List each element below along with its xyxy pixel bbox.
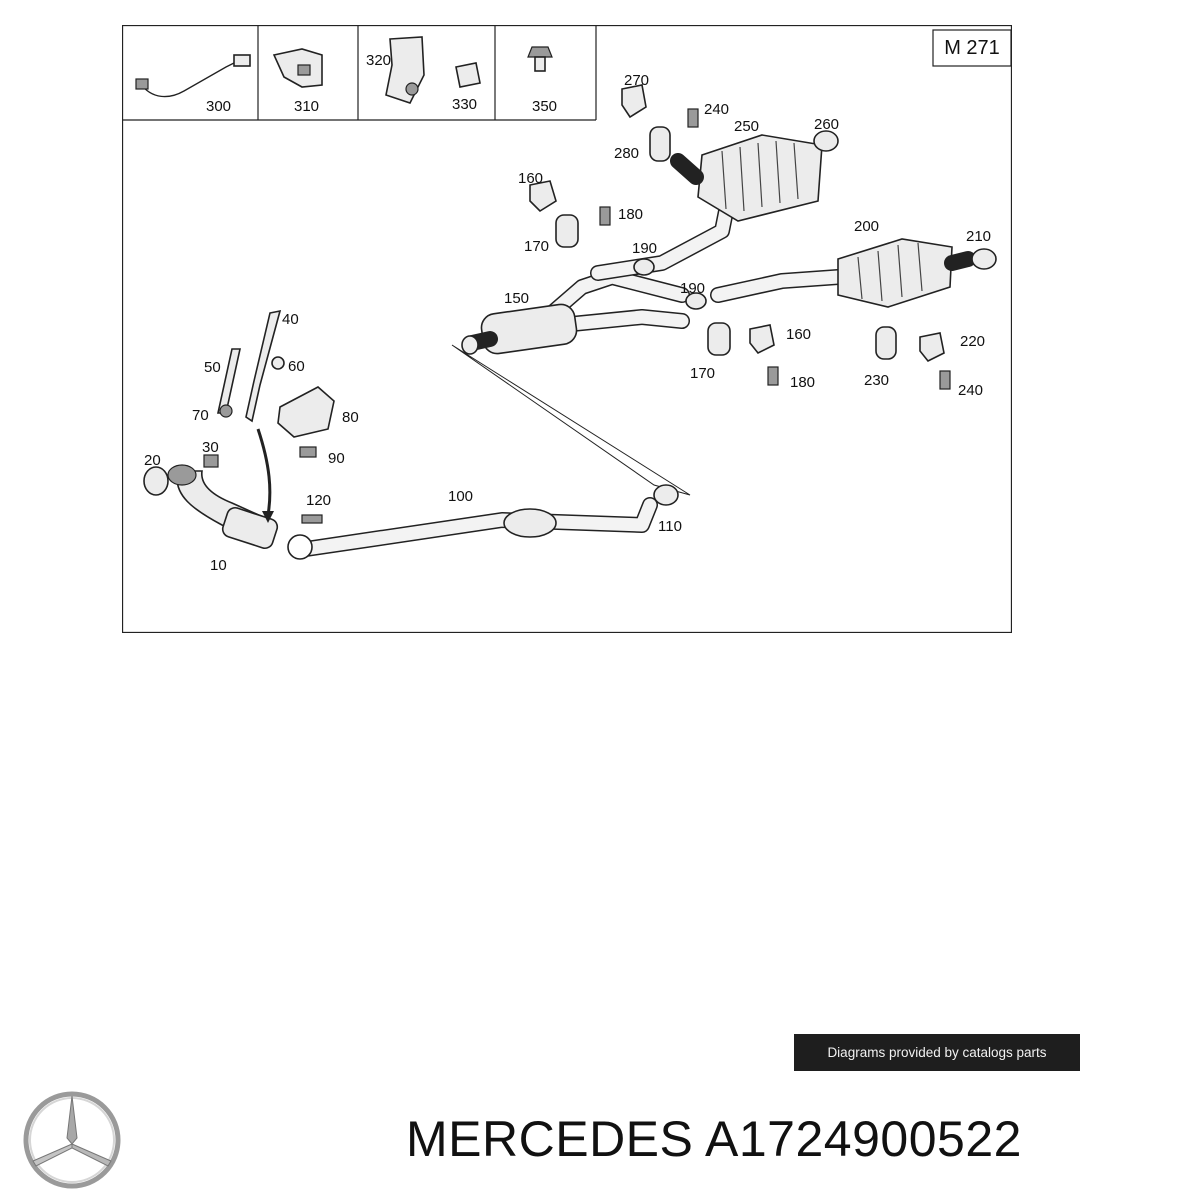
callout: 20 <box>144 452 161 469</box>
bracket-220 <box>919 332 945 363</box>
callout: 230 <box>864 372 889 389</box>
rubber-mount-230 <box>875 326 897 360</box>
mercedes-star-icon <box>20 1088 124 1192</box>
callout: 200 <box>854 218 879 235</box>
rubber-mount-280 <box>649 126 671 162</box>
assembly-arrow <box>256 428 272 516</box>
center-muffler-150 <box>461 269 690 355</box>
callout: 160 <box>518 170 543 187</box>
callout: 350 <box>532 98 557 115</box>
diagram-frame <box>122 25 1012 633</box>
page-title: MERCEDES A1724900522 <box>406 1111 1022 1167</box>
catalytic-converter-10 <box>167 464 279 550</box>
callout: 210 <box>966 228 991 245</box>
callout: 310 <box>294 98 319 115</box>
tailpipe-260 <box>813 130 839 152</box>
bolt-120 <box>301 514 323 524</box>
bolt-180a <box>599 206 611 226</box>
callout: 330 <box>452 96 477 113</box>
bolt-90 <box>299 446 317 458</box>
callout: 30 <box>202 439 219 456</box>
model-box <box>932 29 1012 67</box>
parts-diagram: M 271 <box>122 25 1012 633</box>
callout: 240 <box>958 382 983 399</box>
gasket-20 <box>143 466 169 496</box>
tailpipe-210 <box>971 248 997 270</box>
callout: 10 <box>210 557 227 574</box>
callout: 320 <box>366 52 391 69</box>
callout: 190 <box>632 240 657 257</box>
callout: 90 <box>328 450 345 467</box>
model-code: M 271 <box>944 37 1000 59</box>
callout: 110 <box>658 518 682 535</box>
callout: 190 <box>680 280 705 297</box>
bracket-320 <box>385 36 425 104</box>
callout: 60 <box>288 358 305 375</box>
callout: 240 <box>704 101 729 118</box>
callout: 270 <box>624 72 649 89</box>
clip-330 <box>455 62 481 88</box>
callout: 100 <box>448 488 473 505</box>
nut-60 <box>271 356 285 370</box>
callout: 260 <box>814 116 839 133</box>
rear-muffler-200 <box>837 238 976 308</box>
bracket-80 <box>277 386 335 438</box>
bolt-180b <box>767 366 779 386</box>
bolt-240b <box>939 370 951 390</box>
bracket-270 <box>621 84 647 119</box>
callout: 170 <box>524 238 549 255</box>
callout-labels: 10 20 30 40 50 60 70 80 90 100 110 120 1… <box>144 52 991 574</box>
callout: 220 <box>960 333 985 350</box>
callout: 50 <box>204 359 221 376</box>
callout: 40 <box>282 311 299 328</box>
diagram-credit-badge: Diagrams provided by catalogs parts <box>794 1034 1080 1071</box>
screw-350 <box>527 46 553 58</box>
callout: 280 <box>614 145 639 162</box>
callout: 80 <box>342 409 359 426</box>
callout: 170 <box>690 365 715 382</box>
rod-50 <box>217 348 241 414</box>
bolt-240a <box>687 108 699 128</box>
bracket-160b <box>749 324 775 355</box>
exhaust-system-drawing: M 271 <box>122 25 1012 633</box>
clamp-190a <box>633 258 655 276</box>
bracket-160a <box>529 180 557 213</box>
bracket-40 <box>245 309 282 423</box>
nut-30 <box>203 454 219 468</box>
callout: 300 <box>206 98 231 115</box>
callout: 120 <box>306 492 331 509</box>
rear-muffler-250 <box>670 134 823 222</box>
oxygen-sensor-cable <box>139 60 239 98</box>
callout: 70 <box>192 407 209 424</box>
clamp-190b <box>685 292 707 310</box>
rubber-mount-170b <box>707 322 731 356</box>
rubber-mount-170a <box>555 214 579 248</box>
washer-70 <box>219 404 233 418</box>
callout: 150 <box>504 290 529 307</box>
pipe-100 <box>287 497 658 560</box>
callout: 180 <box>618 206 643 223</box>
callout: 250 <box>734 118 759 135</box>
callout: 160 <box>786 326 811 343</box>
clamp-110 <box>653 484 679 506</box>
callout: 180 <box>790 374 815 391</box>
thumbnail-strip <box>122 25 597 121</box>
